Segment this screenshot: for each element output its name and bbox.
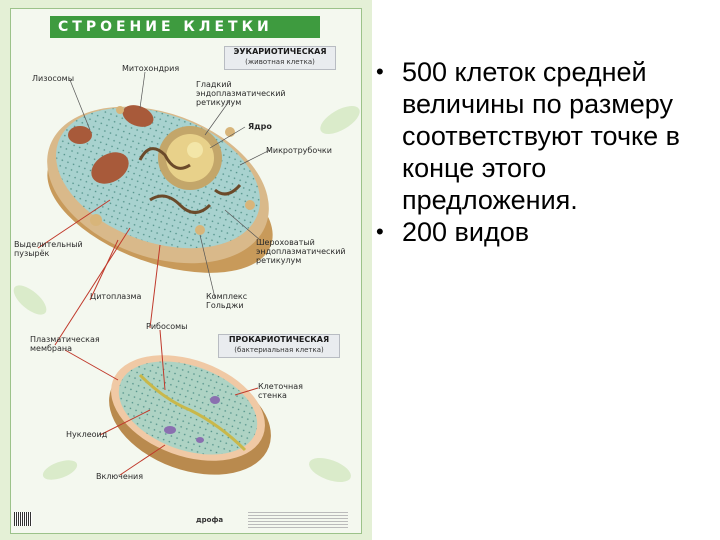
eukaryotic-tag: ЭУКАРИОТИЧЕСКАЯ (животная клетка) (224, 46, 336, 70)
label-plasma-membrane: Плазматическая мембрана (30, 335, 100, 353)
label-cell-wall: Клеточная стенка (258, 382, 303, 400)
label-microtubules: Микротрубочки (266, 146, 332, 155)
label-smooth-er: Гладкий эндоплазматический ретикулум (196, 80, 286, 107)
label-inclusions: Включения (96, 472, 144, 481)
label-lysosomes: Лизосомы (32, 74, 75, 83)
bullet-text: 500 клеток средней величины по размеру с… (402, 57, 681, 215)
label-rough-er-line3: ретикулум (256, 256, 302, 265)
eukaryotic-cell-drawing (47, 105, 273, 273)
bullet-marker: • (376, 219, 384, 244)
label-ribosomes: Рибосомы (146, 322, 188, 331)
barcode (14, 512, 32, 526)
cell-illustration (13, 71, 360, 483)
label-smooth-er-line2: эндоплазматический (196, 89, 286, 98)
eukaryotic-subtitle: (животная клетка) (245, 58, 315, 66)
prokaryotic-cell-drawing (109, 355, 271, 475)
publisher-logo: дрофа (196, 516, 224, 524)
label-membrane-line1: Плазматическая (30, 335, 100, 344)
label-secretory-line1: Выделительный (14, 240, 83, 249)
eukaryotic-title: ЭУКАРИОТИЧЕСКАЯ (233, 47, 327, 56)
label-secretory-vesicle: Выделительный пузырёк (14, 240, 83, 258)
prokaryotic-title: ПРОКАРИОТИЧЕСКАЯ (228, 335, 330, 344)
label-nucleoid: Нуклеоид (66, 430, 108, 439)
label-golgi-line2: Гольджи (206, 301, 244, 310)
cell-structure-poster: СТРОЕНИЕ КЛЕТКИ ЭУКАРИОТИЧЕСКАЯ (животна… (0, 0, 372, 540)
label-golgi-line1: Комплекс (206, 292, 248, 301)
bullet-text: 200 видов (402, 217, 530, 247)
poster-title: СТРОЕНИЕ КЛЕТКИ (50, 16, 320, 38)
label-membrane-line2: мембрана (30, 344, 73, 353)
label-secretory-line2: пузырёк (14, 249, 50, 258)
publisher-fineprint (248, 512, 348, 528)
label-rough-er-line1: Шероховатый (256, 238, 315, 247)
label-rough-er: Шероховатый эндоплазматический ретикулум (256, 238, 346, 265)
label-cell-wall-line2: стенка (258, 391, 287, 400)
label-cell-wall-line1: Клеточная (258, 382, 303, 391)
label-nucleus: Ядро (248, 122, 272, 131)
bullet-item: • 200 видов (372, 216, 717, 248)
prokaryotic-tag: ПРОКАРИОТИЧЕСКАЯ (бактериальная клетка) (218, 334, 340, 358)
bullet-item: • 500 клеток средней величины по размеру… (372, 56, 717, 216)
label-smooth-er-line3: ретикулум (196, 98, 242, 107)
label-rough-er-line2: эндоплазматический (256, 247, 346, 256)
label-mitochondria: Митохондрия (122, 64, 180, 73)
prokaryotic-subtitle: (бактериальная клетка) (234, 346, 324, 354)
label-smooth-er-line1: Гладкий (196, 80, 232, 89)
bullet-list: • 500 клеток средней величины по размеру… (372, 56, 717, 248)
label-golgi: Комплекс Гольджи (206, 292, 247, 310)
label-cytoplasm: Цитоплазма (90, 292, 142, 301)
bullet-marker: • (376, 59, 384, 84)
